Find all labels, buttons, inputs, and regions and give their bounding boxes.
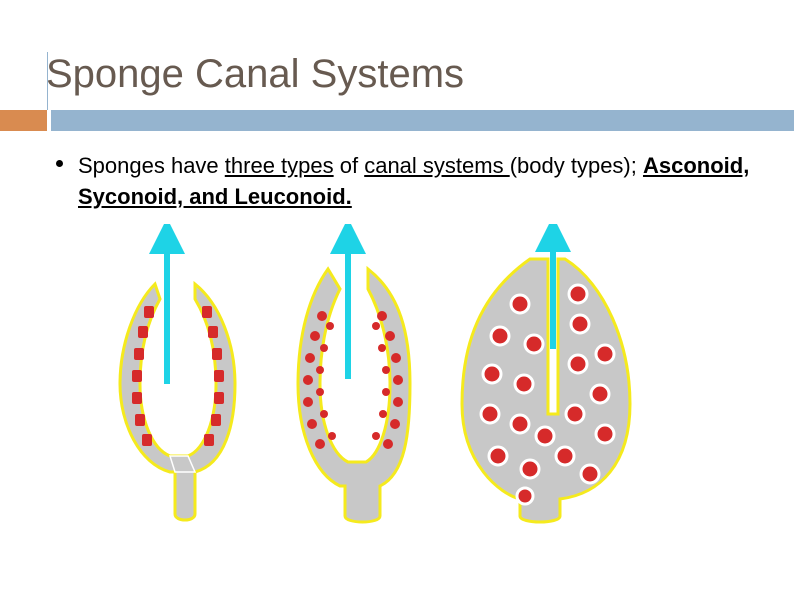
bullet-item: Sponges have three types of canal system… xyxy=(54,150,754,212)
bullet-text-part: of xyxy=(333,153,365,178)
syconoid-sponge-diagram xyxy=(296,265,412,524)
bullet-text-three-types: three types xyxy=(224,153,334,178)
sponge-types-figure xyxy=(118,224,632,524)
bullet-text-part: Sponges have xyxy=(78,153,225,178)
slide-title: Sponge Canal Systems xyxy=(46,52,465,96)
bullet-text-types-list: Asconoid, Syconoid, and Leuconoid. xyxy=(78,153,750,209)
accent-bar-blue xyxy=(51,110,794,131)
accent-bar-orange xyxy=(0,110,47,131)
bullet-dot-icon xyxy=(56,160,63,167)
bullet-text-canal-systems: canal systems xyxy=(364,153,510,178)
leuconoid-sponge-diagram xyxy=(460,257,632,524)
asconoid-sponge-diagram xyxy=(118,280,237,522)
title-divider-line xyxy=(47,52,48,110)
bullet-text-part: (body types); xyxy=(509,153,643,178)
bullet-text: Sponges have three types of canal system… xyxy=(78,150,754,212)
